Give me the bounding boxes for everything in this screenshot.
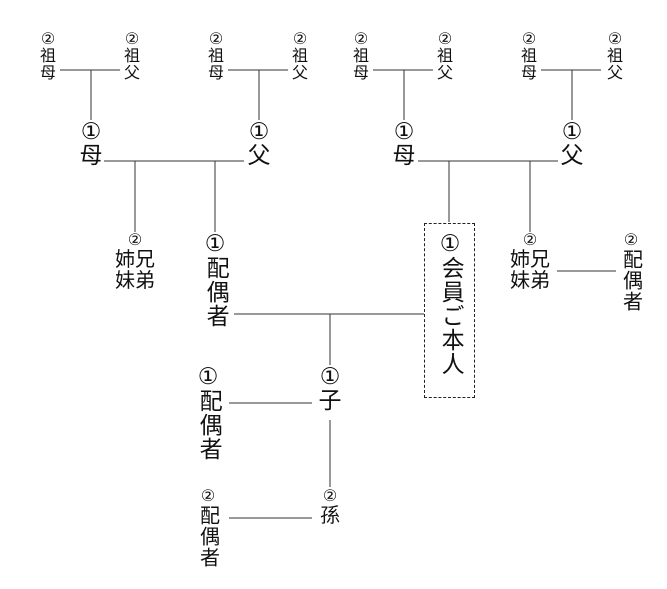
grandmother-label-bottom: 母 xyxy=(39,62,56,82)
member-self-box xyxy=(424,223,475,398)
degree-2: ② xyxy=(607,29,623,48)
grandmother-label-top: 祖 xyxy=(39,45,56,65)
spouse: ① 配偶者 xyxy=(199,232,231,333)
degree-2: ② xyxy=(322,486,338,505)
siblings-label-top: 姉兄 xyxy=(510,246,550,271)
degree-1: ① xyxy=(393,119,415,145)
spouse-mother: ① 母 xyxy=(76,120,106,168)
degree-1: ① xyxy=(248,119,270,145)
degree-2: ② xyxy=(40,29,56,48)
member-self-label: 会員ご本人 xyxy=(437,256,464,377)
grandmother-label-top: 祖 xyxy=(207,45,224,65)
degree-1: ① xyxy=(80,119,102,145)
grandfather-1: ② 祖 父 xyxy=(120,29,144,82)
spouse-father: ① 父 xyxy=(244,120,274,168)
grandmother-2: ② 祖 母 xyxy=(204,29,228,82)
grandfather-2: ② 祖 父 xyxy=(288,29,312,82)
grandchild-spouse: ② 配偶者 xyxy=(195,486,221,572)
grandmother-3: ② 祖 母 xyxy=(349,29,373,82)
grandmother-label-bottom: 母 xyxy=(207,62,224,82)
mother-label: 母 xyxy=(79,143,103,170)
child-spouse-label: 配偶者 xyxy=(195,389,222,462)
grandfather-label-bottom: 父 xyxy=(436,62,453,82)
member-siblings: ② 姉兄 妹弟 xyxy=(508,230,552,292)
mother-label: 母 xyxy=(392,143,416,170)
grandfather-3: ② 祖 父 xyxy=(433,29,457,82)
grandfather-label-top: 祖 xyxy=(606,45,623,65)
spouse-label: 配偶者 xyxy=(202,256,229,329)
grandfather-4: ② 祖 父 xyxy=(603,29,627,82)
member-father: ① 父 xyxy=(557,120,587,168)
degree-2: ② xyxy=(208,29,224,48)
siblings-label-bottom: 妹弟 xyxy=(510,267,550,292)
degree-1: ① xyxy=(439,231,461,257)
grandfather-label-top: 祖 xyxy=(123,45,140,65)
degree-2: ② xyxy=(124,29,140,48)
grandchild-label: 孫 xyxy=(320,502,340,527)
member-self: ① 会員ご本人 xyxy=(434,232,466,381)
siblings-label-top: 姉兄 xyxy=(115,246,155,271)
grandmother-1: ② 祖 母 xyxy=(36,29,60,82)
father-label: 父 xyxy=(247,143,271,170)
degree-1: ① xyxy=(204,231,226,257)
degree-2: ② xyxy=(437,29,453,48)
grandfather-label-bottom: 父 xyxy=(291,62,308,82)
sibling-spouse-label: 配偶者 xyxy=(619,248,644,312)
grandmother-4: ② 祖 母 xyxy=(517,29,541,82)
grandmother-label-top: 祖 xyxy=(352,45,369,65)
degree-1: ① xyxy=(197,364,219,390)
grandfather-label-top: 祖 xyxy=(436,45,453,65)
degree-2: ② xyxy=(200,486,216,505)
member-mother: ① 母 xyxy=(389,120,419,168)
grandfather-label-top: 祖 xyxy=(291,45,308,65)
degree-2: ② xyxy=(522,230,538,249)
grandmother-label-bottom: 母 xyxy=(352,62,369,82)
degree-1: ① xyxy=(319,364,341,390)
grandfather-label-bottom: 父 xyxy=(606,62,623,82)
degree-2: ② xyxy=(623,230,639,249)
grandmother-label-top: 祖 xyxy=(520,45,537,65)
grandmother-label-bottom: 母 xyxy=(520,62,537,82)
degree-2: ② xyxy=(521,29,537,48)
degree-2: ② xyxy=(292,29,308,48)
child: ① 子 xyxy=(315,365,345,413)
child-label: 子 xyxy=(318,388,342,415)
degree-2: ② xyxy=(353,29,369,48)
degree-1: ① xyxy=(561,119,583,145)
siblings-label-bottom: 妹弟 xyxy=(115,267,155,292)
grandfather-label-bottom: 父 xyxy=(123,62,140,82)
degree-2: ② xyxy=(127,230,143,249)
grandchild: ② 孫 xyxy=(317,486,343,527)
grandchild-spouse-label: 配偶者 xyxy=(196,504,221,568)
child-spouse: ① 配偶者 xyxy=(192,365,224,466)
father-label: 父 xyxy=(560,143,584,170)
spouse-siblings: ② 姉兄 妹弟 xyxy=(113,230,157,292)
sibling-spouse: ② 配偶者 xyxy=(618,230,644,316)
